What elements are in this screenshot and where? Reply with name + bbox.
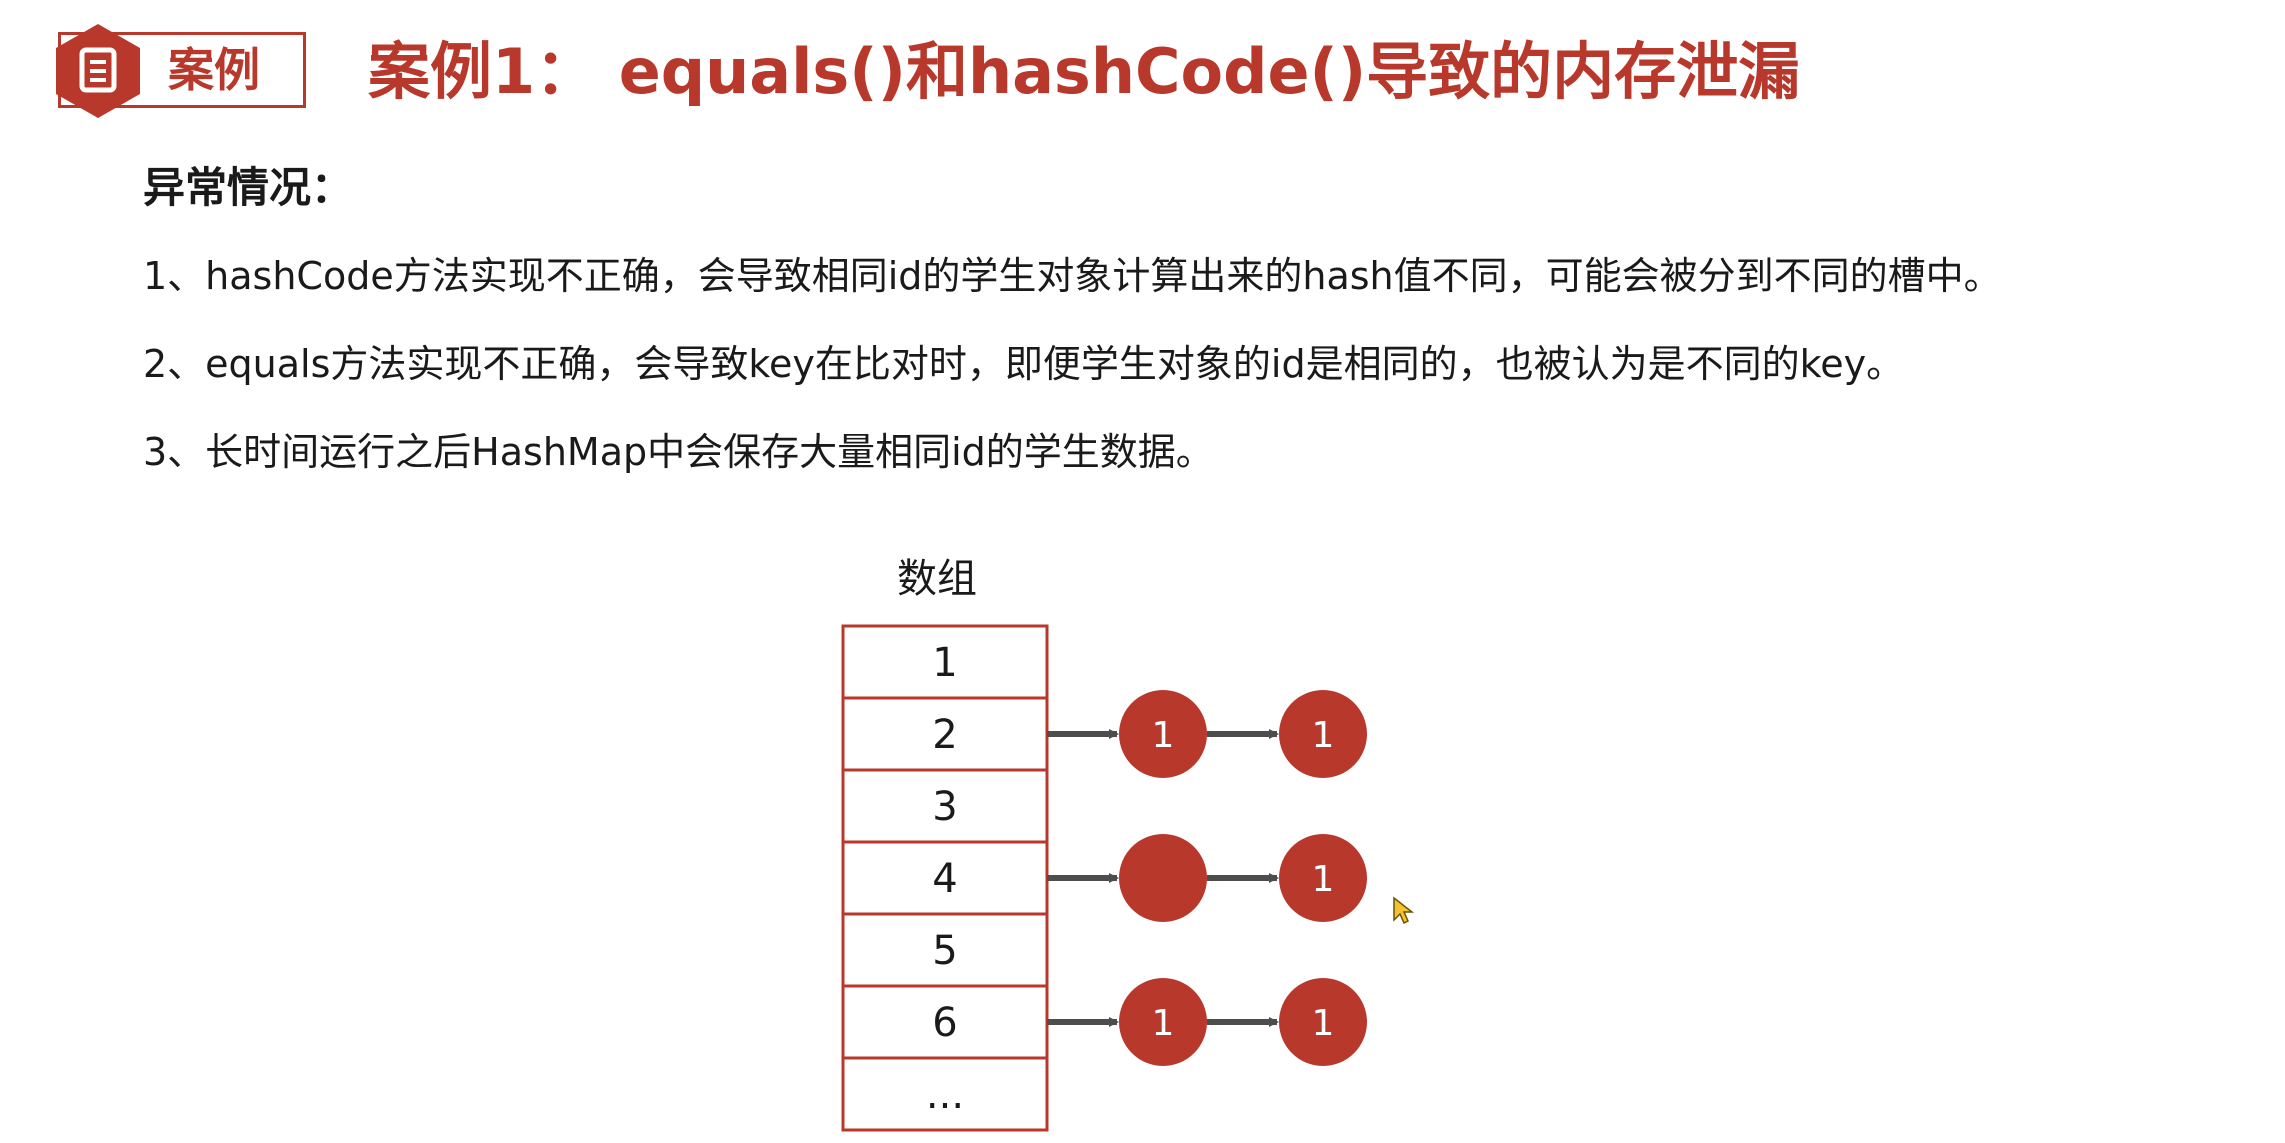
chain-node (1119, 978, 1207, 1066)
array-label: 数组 (897, 556, 977, 602)
array-slot (841, 1056, 1049, 1132)
array-slot-label: 1 (932, 640, 957, 686)
array-slot (841, 624, 1049, 700)
array-slot-label: 4 (932, 856, 957, 902)
chain-node (1119, 834, 1207, 922)
array-slot-label: 6 (932, 1000, 957, 1046)
array-slot-label: ... (926, 1072, 964, 1118)
badge-label: 案例 (168, 43, 260, 97)
document-icon (56, 24, 140, 118)
page-title: 案例1： equals()和hashCode()导致的内存泄漏 (368, 35, 1801, 108)
chain-node-label: 1 (1312, 859, 1335, 900)
point-2: 2、equals方法实现不正确，会导致key在比对时，即便学生对象的id是相同的… (143, 342, 1905, 386)
section-heading: 异常情况： (143, 163, 354, 212)
chain-node (1279, 834, 1367, 922)
chain-node-label: 1 (1312, 1003, 1335, 1044)
array-slot (841, 696, 1049, 772)
chain-node (1119, 690, 1207, 778)
point-3: 3、长时间运行之后HashMap中会保存大量相同id的学生数据。 (143, 430, 1214, 474)
chain-node (1279, 978, 1367, 1066)
array-slot (841, 912, 1049, 988)
chain-node-label: 1 (1152, 715, 1175, 756)
array-slot-label: 3 (932, 784, 957, 830)
array-slot-label: 5 (932, 928, 957, 974)
chain-node-label: 1 (1152, 1003, 1175, 1044)
mouse-cursor-icon (1393, 896, 1414, 925)
array-slot (841, 768, 1049, 844)
array-slot-label: 2 (932, 712, 957, 758)
point-1: 1、hashCode方法实现不正确，会导致相同id的学生对象计算出来的hash值… (143, 254, 2002, 298)
chain-node-label: 1 (1312, 715, 1335, 756)
chain-node (1279, 690, 1367, 778)
